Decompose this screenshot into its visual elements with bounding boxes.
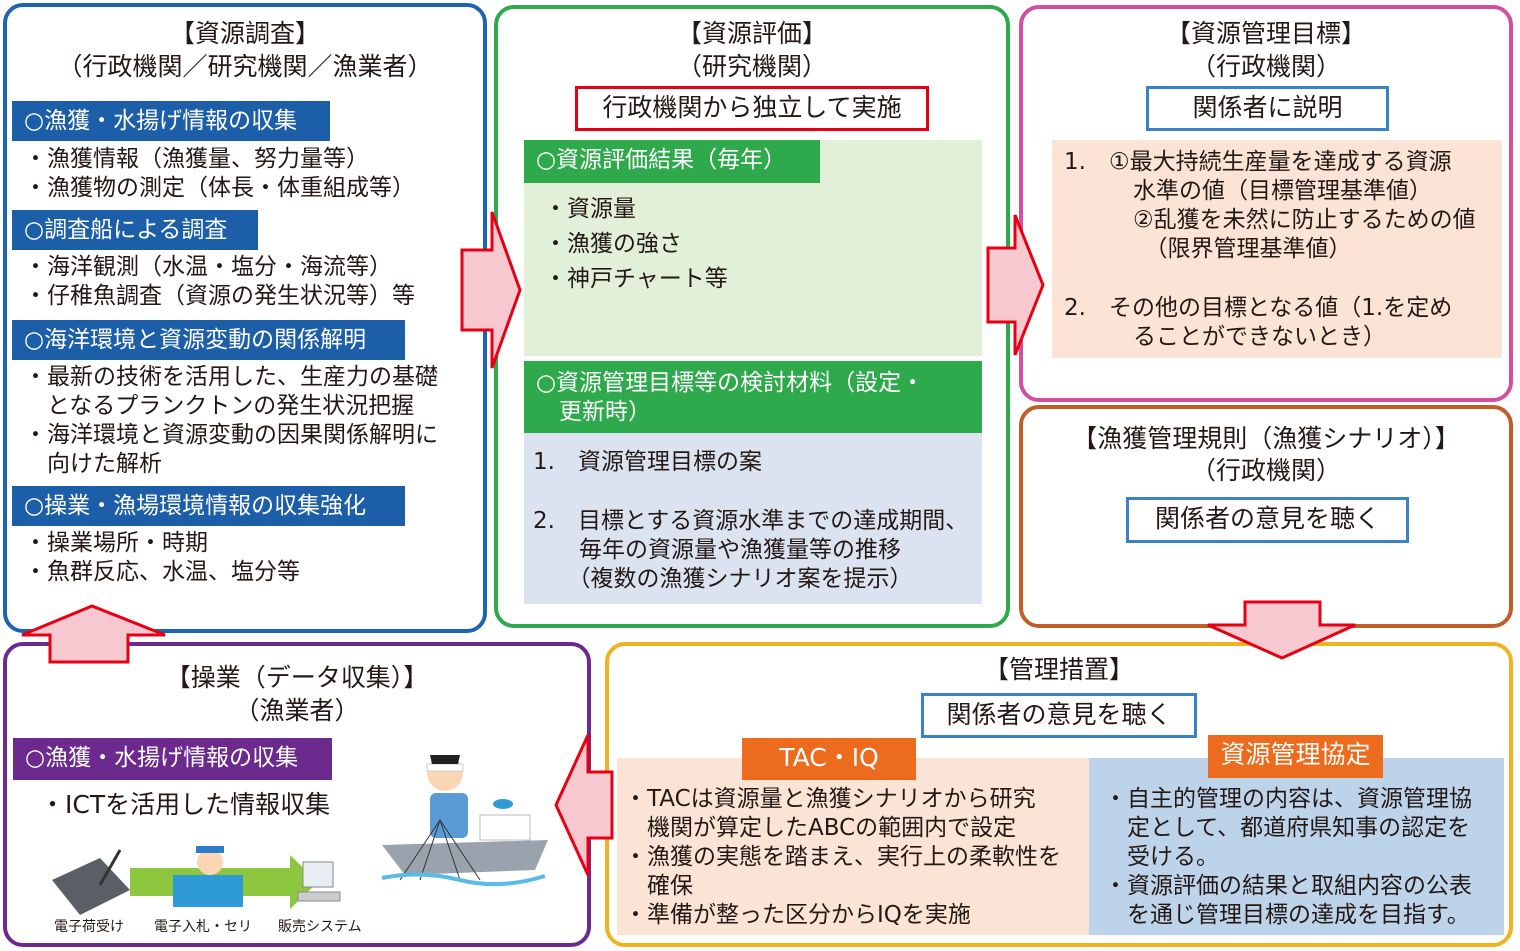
material-heading: ○資源管理目標等の検討材料（設定・ — [536, 370, 925, 396]
caption-electronic-receiving: 電子荷受け — [54, 919, 124, 935]
tac-item: 確保 — [624, 873, 693, 899]
material-item: 2. 目標とする資源水準までの達成期間、 — [533, 508, 969, 534]
agreement-item: 受ける。 — [1104, 844, 1219, 870]
agreement-panel — [1089, 758, 1504, 935]
arrow-left-icon — [554, 734, 614, 876]
survey-heading: ○操業・漁場環境情報の収集強化 — [12, 486, 405, 526]
arrow-right-icon — [460, 211, 522, 369]
target-panel — [1052, 140, 1502, 358]
assessment-actors: （研究機関） — [676, 52, 827, 81]
survey-item: 向けた解析 — [24, 451, 162, 477]
fisherman-boat-icon — [381, 755, 548, 887]
measures-title: 【管理措置】 — [983, 655, 1134, 684]
agreement-item: を通じ管理目標の達成を目指す。 — [1104, 902, 1470, 928]
rule-title: 【漁獲管理規則（漁獲シナリオ）】 — [1072, 424, 1460, 453]
survey-item: ・魚群反応、水温、塩分等 — [24, 559, 300, 585]
agreement-item: ・資源評価の結果と取組内容の公表 — [1104, 873, 1472, 899]
tablet-icon — [52, 849, 130, 915]
operation-heading: ○漁獲・水揚げ情報の収集 — [13, 738, 332, 780]
arrow-up-icon — [21, 604, 166, 664]
measures-hear-note: 関係者の意見を聴く — [921, 693, 1197, 738]
target-line: 1. ①最大持続生産量を達成する資源 — [1064, 149, 1452, 175]
target-line: （限界管理基準値） — [1064, 236, 1352, 262]
tac-iq-label: TAC・IQ — [742, 738, 916, 780]
survey-item: ・操業場所・時期 — [24, 530, 208, 556]
material-item: （複数の漁獲シナリオ案を提示） — [533, 566, 913, 592]
survey-item: ・海洋観測（水温・塩分・海流等） — [24, 254, 392, 280]
result-item: ・神戸チャート等 — [544, 266, 728, 292]
result-item: ・漁獲の強さ — [544, 231, 682, 257]
operation-item: ・ICTを活用した情報収集 — [40, 790, 331, 819]
rule-actors: （行政機関） — [1190, 456, 1341, 485]
assessment-title: 【資源評価】 — [676, 19, 827, 48]
survey-heading: ○海洋環境と資源変動の関係解明 — [12, 320, 405, 360]
computer-icon — [297, 861, 341, 902]
survey-item: ・漁獲物の測定（体長・体重組成等） — [24, 175, 415, 201]
agreement-item: ・自主的管理の内容は、資源管理協 — [1104, 786, 1472, 812]
tac-panel — [617, 758, 1089, 935]
survey-item: ・漁獲情報（漁獲量、努力量等） — [24, 146, 369, 172]
survey-heading: ○漁獲・水揚げ情報の収集 — [12, 101, 330, 141]
agreement-label: 資源管理協定 — [1208, 735, 1383, 778]
survey-actors: （行政機関／研究機関／漁業者） — [57, 52, 433, 81]
hear-opinions-note: 関係者の意見を聴く — [1126, 497, 1409, 543]
operation-actors: （漁業者） — [234, 696, 360, 725]
independent-note: 行政機関から独立して実施 — [575, 86, 929, 131]
material-heading-bar — [524, 361, 982, 433]
survey-item: となるプランクトンの発生状況把握 — [24, 393, 415, 419]
tac-item: 機関が算定したABCの範囲内で設定 — [624, 815, 1017, 841]
survey-item: ・海洋環境と資源変動の因果関係解明に — [24, 422, 438, 448]
material-heading: 更新時） — [536, 399, 651, 425]
arrow-right-icon — [986, 214, 1045, 356]
target-line: ②乱獲を未然に防止するための値 — [1064, 207, 1476, 233]
survey-title: 【資源調査】 — [169, 19, 320, 48]
ict-illustrations — [52, 755, 548, 915]
tac-item: ・TACは資源量と漁獲シナリオから研究 — [624, 786, 1036, 812]
survey-item: ・仔稚魚調査（資源の発生状況等）等 — [24, 283, 415, 309]
tac-item: ・漁獲の実態を踏まえ、実行上の柔軟性を — [624, 844, 1061, 870]
target-line: ることができないとき） — [1064, 324, 1386, 350]
arrow-down-icon — [1207, 600, 1356, 660]
tac-item: ・準備が整った区分からIQを実施 — [624, 902, 971, 928]
caption-sales-system: 販売システム — [278, 919, 362, 935]
explain-note: 関係者に説明 — [1146, 86, 1389, 131]
target-line: 水準の値（目標管理基準値） — [1064, 178, 1432, 204]
survey-item: ・最新の技術を活用した、生産力の基礎 — [24, 364, 438, 390]
operation-title: 【操業（データ収集）】 — [165, 663, 429, 692]
agreement-item: 定として、都道府県知事の認定を — [1104, 815, 1471, 841]
target-line: 2. その他の目標となる値（1.を定め — [1064, 295, 1453, 321]
target-title: 【資源管理目標】 — [1165, 19, 1366, 48]
result-heading: ○資源評価結果（毎年） — [524, 140, 820, 183]
material-item: 毎年の資源量や漁獲量等の推移 — [533, 537, 901, 563]
survey-heading: ○調査船による調査 — [12, 210, 258, 250]
target-actors: （行政機関） — [1190, 52, 1341, 81]
material-panel — [524, 433, 982, 604]
material-item: 1. 資源管理目標の案 — [533, 449, 762, 475]
auctioneer-icon — [173, 846, 243, 907]
result-item: ・資源量 — [544, 196, 636, 222]
caption-electronic-auction: 電子入札・セリ — [154, 919, 252, 935]
